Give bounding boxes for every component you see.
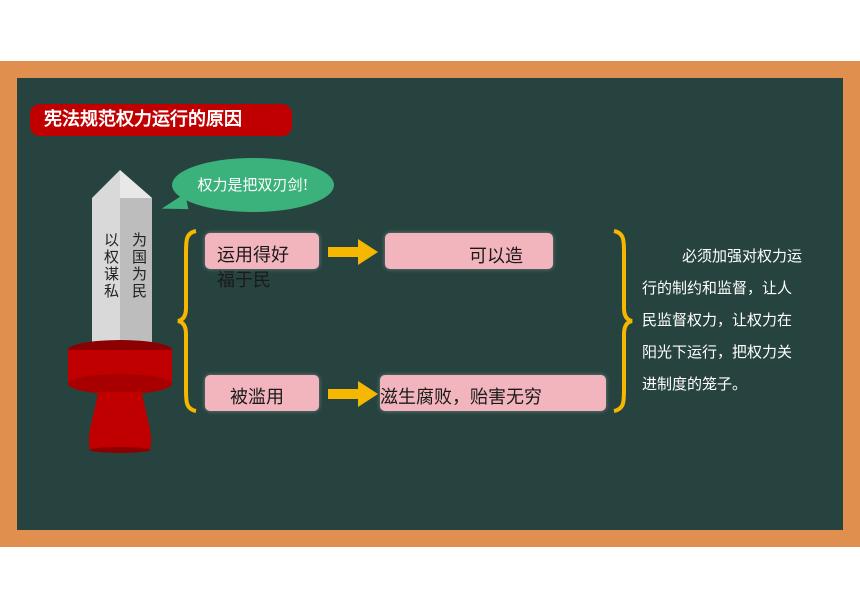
note-line: 进制度的笼子。 (642, 375, 748, 393)
abuse-result-label: 滋生腐败，贻害无穷 (380, 387, 542, 408)
good-use-extra-label: 福于民 (217, 270, 271, 291)
abuse-label: 被滥用 (230, 387, 284, 408)
good-result-box (385, 233, 553, 269)
note-line: 民监督权力，让权力在 (642, 311, 793, 329)
sword-left-text: 以权谋私 (102, 232, 120, 300)
speech-bubble: 权力是把双刃剑! (172, 158, 334, 212)
note-line: 必须加强对权力运 (682, 247, 803, 265)
sword-right-text: 为国为民 (130, 232, 148, 300)
chalkboard (17, 78, 843, 530)
arrow-right-icon (328, 381, 378, 407)
good-use-label: 运用得好 (217, 245, 289, 266)
note-line: 阳光下运行，把权力关 (642, 343, 793, 361)
good-result-label: 可以造 (469, 246, 523, 267)
left-brace-icon (177, 229, 197, 413)
conclusion-text: 必须加强对权力运 行的制约和监督，让人 民监督权力，让权力在 阳光下运行，把权力… (642, 240, 832, 400)
right-brace-icon (613, 229, 633, 413)
arrow-right-icon (328, 239, 378, 265)
abuse-result-box (380, 375, 606, 411)
abuse-box (205, 375, 319, 411)
slide-title: 宪法规范权力运行的原因 (30, 104, 292, 136)
good-use-box (205, 233, 319, 269)
sword-icon (68, 170, 172, 453)
note-line: 行的制约和监督，让人 (642, 279, 793, 297)
